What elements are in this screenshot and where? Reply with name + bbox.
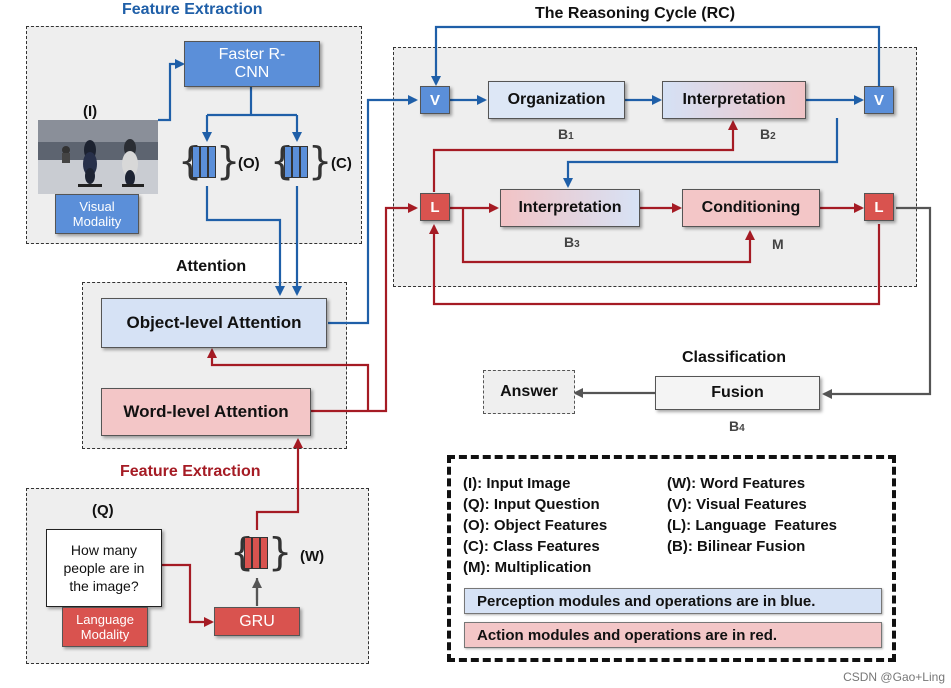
word-level-attention-label: Word-level Attention (123, 402, 289, 421)
legend-item-image: (I): Input Image (463, 475, 571, 492)
word-level-attention-box: Word-level Attention (101, 388, 311, 436)
attention-title: Attention (176, 258, 247, 275)
faster-rcnn-label: Faster R-CNN (218, 46, 286, 81)
gru-box: GRU (214, 607, 300, 636)
b1-subscript: 1 (568, 131, 574, 142)
legend-item-visual: (V): Visual Features (667, 496, 807, 513)
answer-label: Answer (500, 383, 558, 400)
legend-item-question: (Q): Input Question (463, 496, 600, 513)
input-image (38, 120, 158, 194)
legend-item-bilinear: (B): Bilinear Fusion (667, 538, 806, 555)
question-box: How many people are in the image? (46, 529, 162, 607)
m-label: M (772, 236, 784, 252)
b3-subscript: 3 (574, 239, 580, 250)
organization-label: Organization (507, 91, 606, 108)
word-features-vector: { } (230, 530, 293, 574)
action-note: Action modules and operations are in red… (464, 622, 882, 648)
reasoning-cycle-panel (393, 47, 917, 287)
conditioning-label: Conditioning (701, 199, 801, 216)
l-output-node: L (864, 193, 894, 221)
visual-modality-label: Visual Modality (72, 199, 122, 229)
interpretation-bottom-label: Interpretation (518, 199, 622, 216)
classification-title: Classification (682, 349, 787, 366)
image-tag: (I) (83, 103, 98, 120)
answer-box: Answer (483, 370, 575, 414)
legend-box: (I): Input Image (Q): Input Question (O)… (447, 455, 896, 662)
class-tag: (C) (331, 155, 352, 172)
class-features-vector: { } (270, 139, 333, 183)
object-tag: (O) (238, 155, 260, 172)
legend-item-object: (O): Object Features (463, 517, 608, 534)
v-input-label: V (429, 91, 440, 109)
feature-extraction-title-top: Feature Extraction (122, 1, 263, 18)
v-output-label: V (873, 91, 884, 109)
question-tag: (Q) (92, 502, 114, 519)
interpretation-top-label: Interpretation (682, 91, 786, 108)
legend-item-multiplication: (M): Multiplication (463, 559, 592, 576)
b4-label: B4 (729, 418, 745, 434)
question-text: How many people are in the image? (63, 542, 145, 594)
language-modality-box: Language Modality (62, 607, 148, 647)
object-level-attention-label: Object-level Attention (126, 313, 302, 332)
conditioning-box: Conditioning (682, 189, 820, 227)
reasoning-cycle-title: The Reasoning Cycle (RC) (535, 5, 736, 22)
feature-extraction-title-bottom: Feature Extraction (120, 463, 261, 480)
csdn-watermark: CSDN @Gao+Ling (843, 670, 945, 684)
interpretation-bottom-box: Interpretation (500, 189, 640, 227)
organization-box: Organization (488, 81, 625, 119)
faster-rcnn-box: Faster R-CNN (184, 41, 320, 87)
fusion-label: Fusion (711, 384, 764, 401)
legend-item-language: (L): Language Features (667, 517, 838, 534)
word-tag: (W) (300, 548, 325, 565)
perception-note: Perception modules and operations are in… (464, 588, 882, 614)
interpretation-top-box: Interpretation (662, 81, 806, 119)
b4-subscript: 4 (739, 423, 745, 434)
visual-modality-box: Visual Modality (55, 194, 139, 234)
legend-item-class: (C): Class Features (463, 538, 600, 555)
fusion-box: Fusion (655, 376, 820, 410)
l-output-label: L (874, 198, 884, 216)
b2-label: B2 (760, 126, 776, 142)
legend-item-word: (W): Word Features (667, 475, 806, 492)
b3-label: B3 (564, 234, 580, 250)
language-modality-label: Language Modality (76, 612, 134, 642)
object-features-vector: { } (178, 139, 241, 183)
v-input-node: V (420, 86, 450, 114)
object-level-attention-box: Object-level Attention (101, 298, 327, 348)
l-input-node: L (420, 193, 450, 221)
gru-label: GRU (239, 612, 275, 630)
b1-label: B1 (558, 126, 574, 142)
v-output-node: V (864, 86, 894, 114)
b2-subscript: 2 (770, 131, 776, 142)
l-input-label: L (430, 198, 440, 216)
